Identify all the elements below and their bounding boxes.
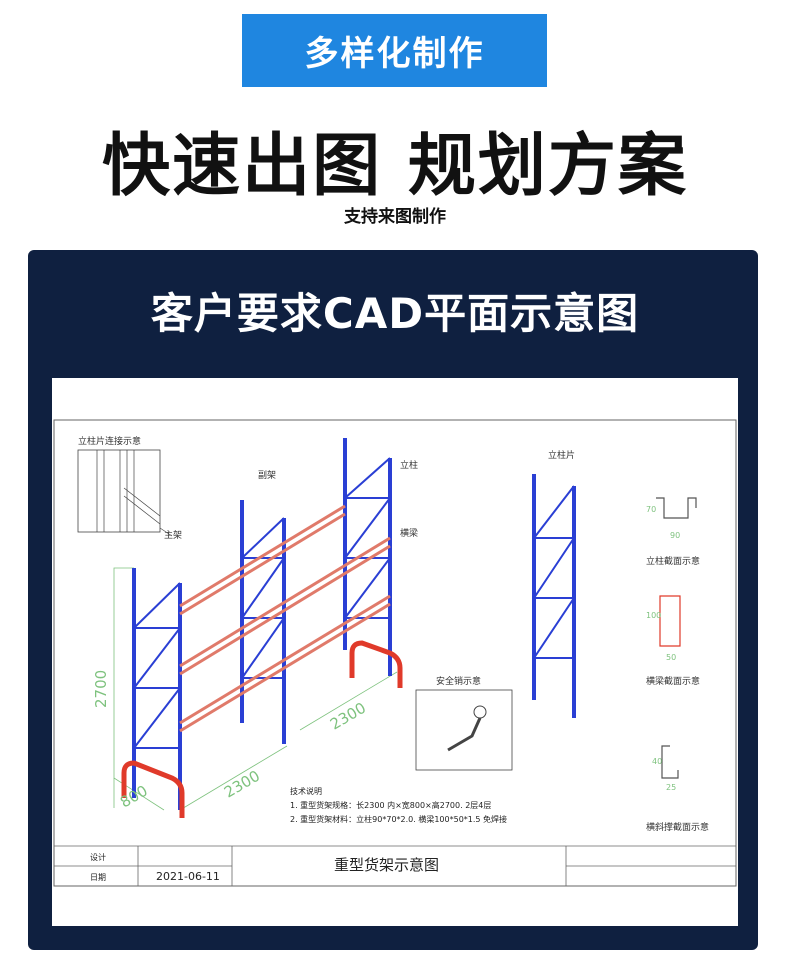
cad-sheet: 立柱片连接示意 主架 副架 立柱 横梁 立柱片 安全销示意 立柱截面示意 横梁截… bbox=[52, 378, 738, 926]
feature-badge: 多样化制作 bbox=[242, 14, 547, 87]
dim-brace-w: 25 bbox=[666, 783, 676, 792]
label-upright: 立柱 bbox=[400, 459, 418, 471]
dim-height: 2700 bbox=[92, 670, 110, 708]
panel-title: 客户要求CAD平面示意图 bbox=[150, 289, 640, 338]
notes-line-1: 1. 重型货架规格：长2300 内×宽800×高2700. 2层4层 bbox=[290, 800, 491, 810]
dim-beam-h: 100 bbox=[646, 611, 661, 620]
connection-detail bbox=[77, 449, 173, 537]
dim-brace-h: 40 bbox=[652, 757, 662, 766]
headline: 快速出图 规划方案 bbox=[102, 127, 688, 206]
label-brace-section: 横斜撑截面示意 bbox=[646, 821, 709, 833]
label-main-frame: 主架 bbox=[164, 529, 182, 541]
tb-drawing-name: 重型货架示意图 bbox=[334, 856, 439, 874]
label-safety-pin: 安全销示意 bbox=[436, 675, 481, 687]
safety-pin-detail bbox=[415, 689, 513, 771]
label-aux-frame: 副架 bbox=[258, 470, 276, 481]
label-beam: 横梁 bbox=[400, 527, 418, 539]
dim-upright-w: 90 bbox=[670, 531, 680, 540]
label-beam-section: 横梁截面示意 bbox=[646, 675, 700, 687]
dim-span-2: 2300 bbox=[327, 699, 369, 734]
tb-date-label: 日期 bbox=[90, 873, 106, 882]
dim-beam-w: 50 bbox=[666, 653, 676, 662]
label-column-connect: 立柱片连接示意 bbox=[78, 435, 141, 447]
notes-title: 技术说明 bbox=[290, 786, 322, 796]
label-upright-piece: 立柱片 bbox=[548, 449, 575, 461]
subtitle: 支持来图制作 bbox=[344, 207, 446, 227]
cad-drawing: 立柱片连接示意 主架 副架 立柱 横梁 立柱片 安全销示意 立柱截面示意 横梁截… bbox=[53, 419, 737, 887]
notes-line-2: 2. 重型货架材料：立柱90*70*2.0. 横梁100*50*1.5 免焊接 bbox=[290, 814, 507, 824]
tb-design-label: 设计 bbox=[90, 852, 106, 862]
tb-date: 2021-06-11 bbox=[156, 870, 220, 883]
label-upright-section: 立柱截面示意 bbox=[646, 555, 700, 567]
dim-span-1: 2300 bbox=[221, 767, 263, 802]
dim-upright-h: 70 bbox=[646, 505, 656, 514]
